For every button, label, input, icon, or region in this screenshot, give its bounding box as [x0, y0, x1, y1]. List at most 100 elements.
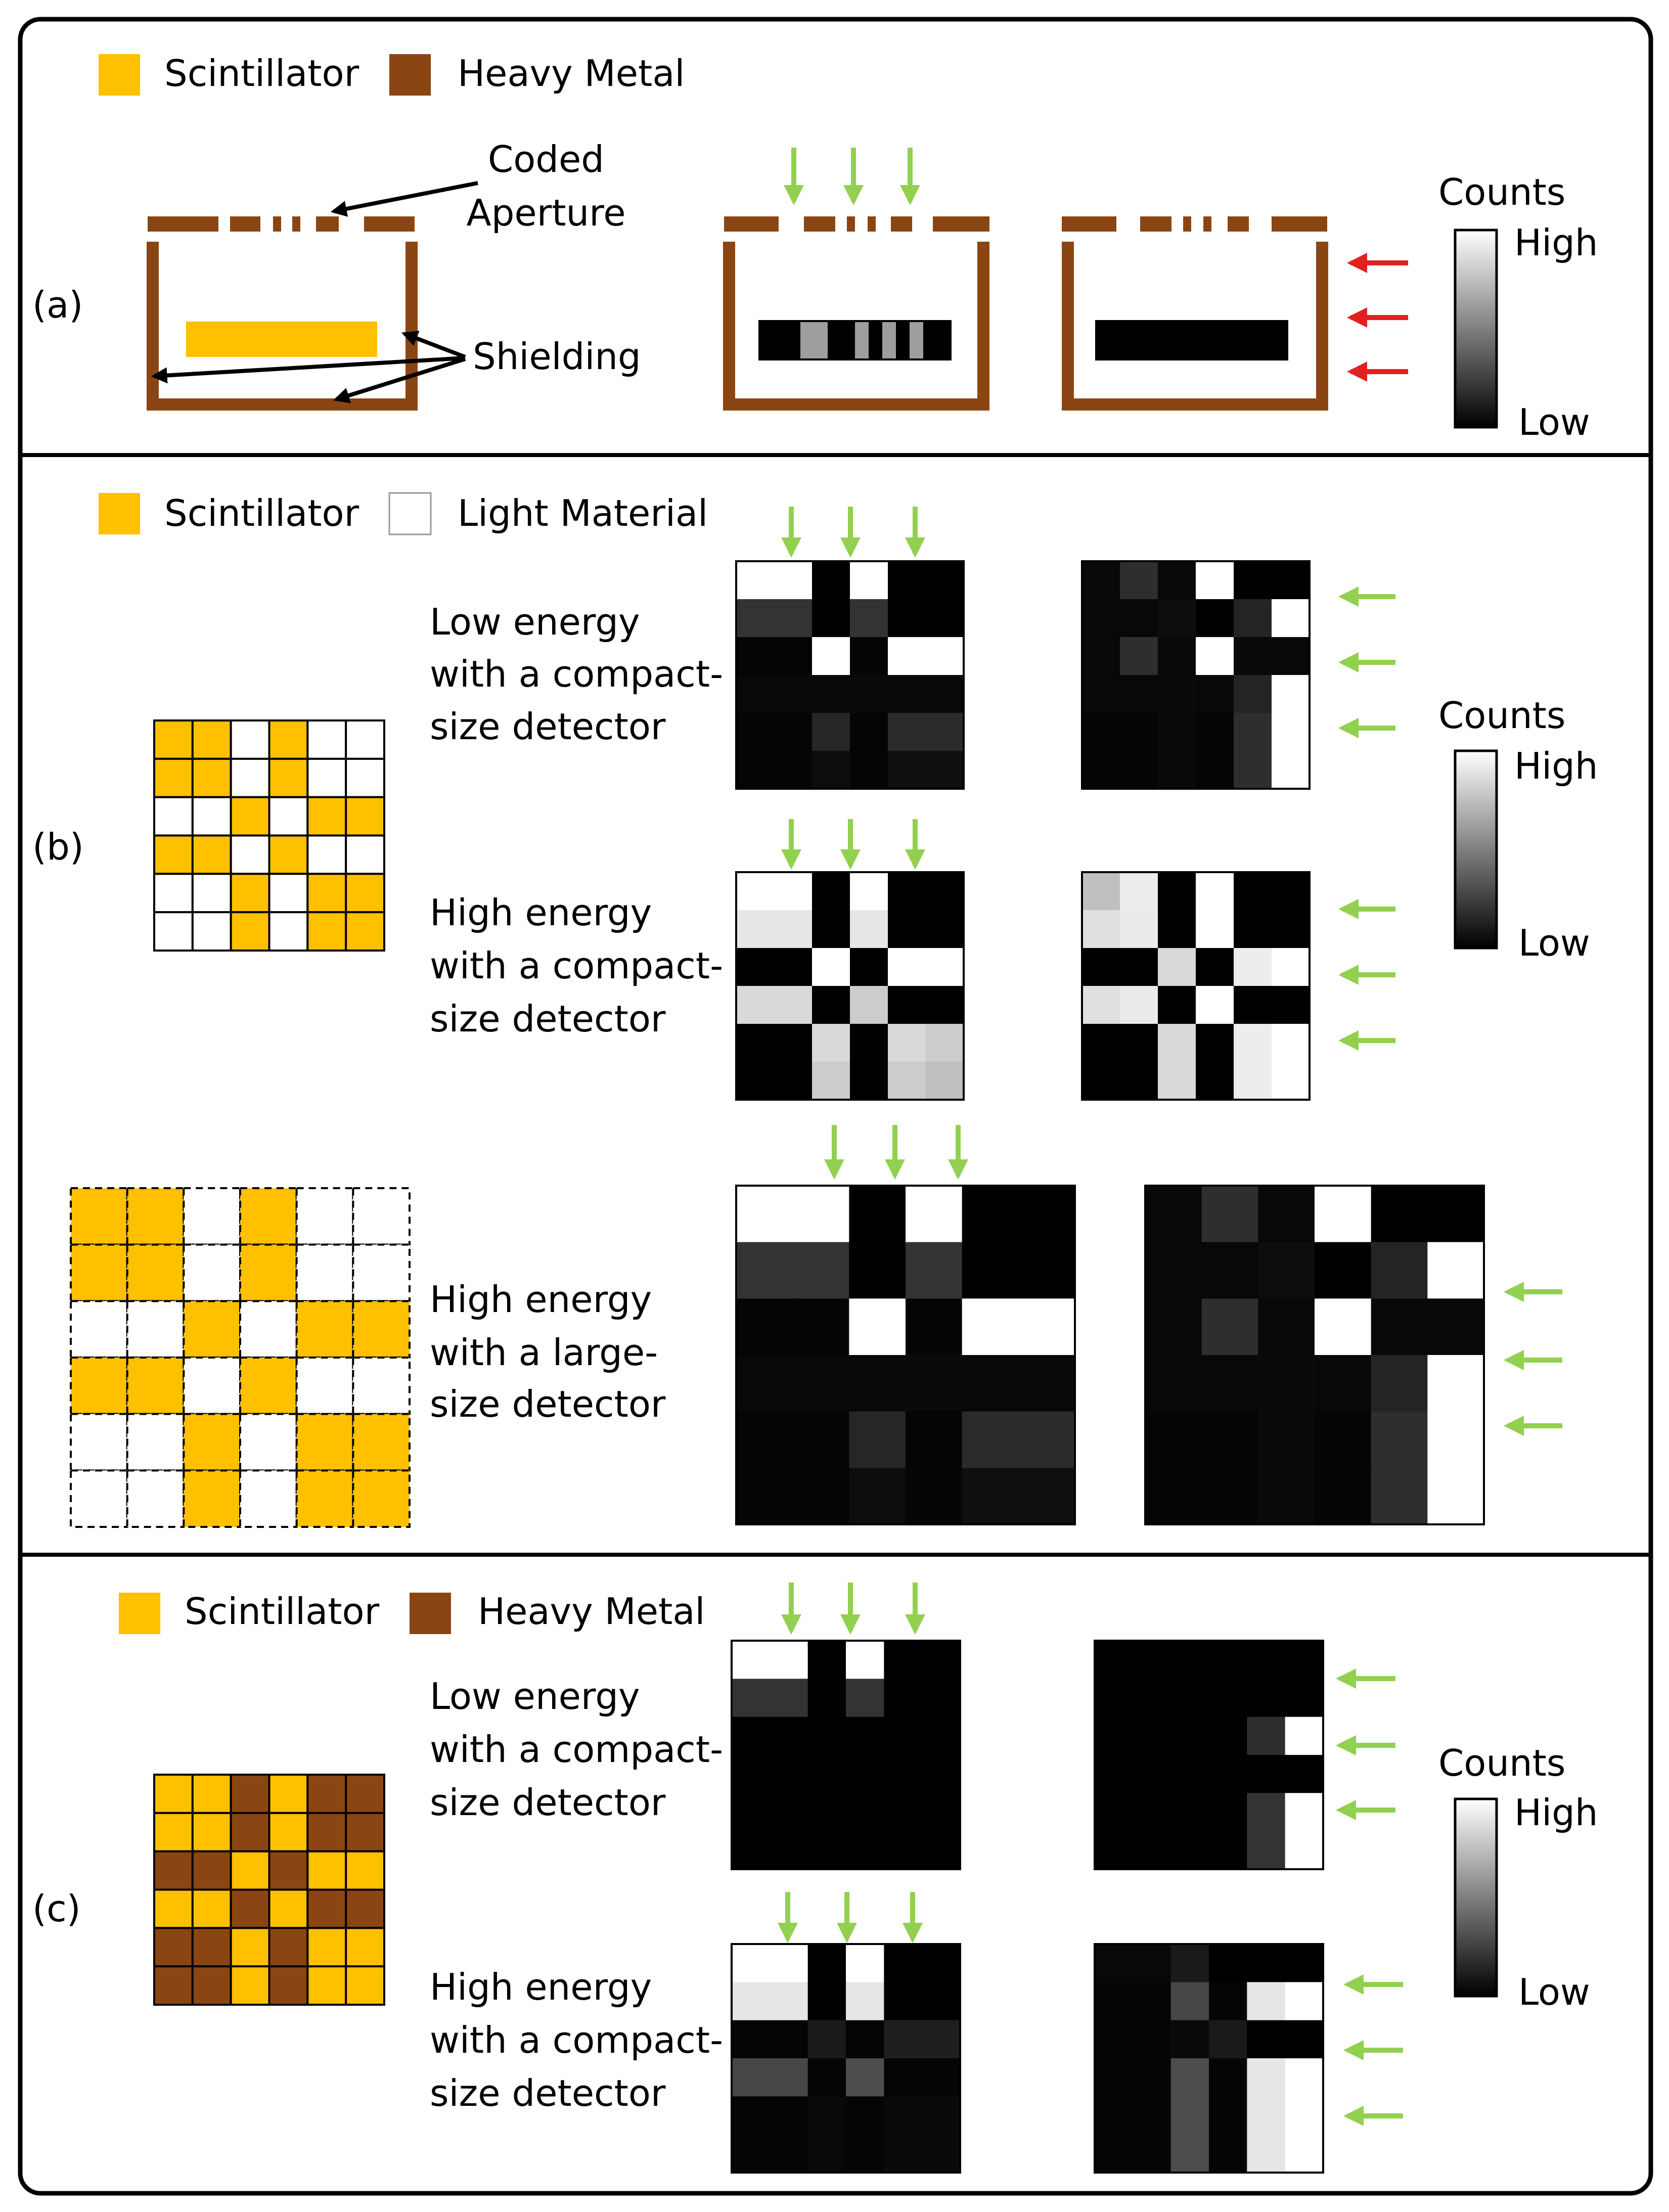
heatmap-cell [850, 872, 888, 911]
shielding-pointer-3 [333, 357, 466, 403]
panel-a-label: (a) [32, 284, 83, 326]
heatmap-cell [846, 1717, 884, 1755]
heatmap-cell [1018, 1468, 1075, 1525]
heatmap-cell [1196, 1024, 1234, 1062]
heatmap-cell [1315, 1242, 1372, 1299]
mask-cell-scintillator [191, 1812, 232, 1853]
heatmap-cell [926, 675, 964, 713]
heatmap-cell [736, 637, 775, 675]
mask-cell-other [70, 1413, 128, 1472]
heatmap-cell [922, 1679, 961, 1718]
detector-a1: Coded Aperture Shielding [147, 138, 641, 411]
heatmap-cell [1170, 1944, 1209, 1982]
heatmap-cell [1018, 1242, 1075, 1299]
heatmap-cell [774, 561, 813, 600]
legend-label-scintillator: Scintillator [185, 1590, 380, 1633]
colorbar-title: Counts [1438, 171, 1565, 213]
mask-cell-other [153, 1850, 194, 1891]
heatmap-cell [1209, 2058, 1247, 2097]
heatmap-cell [846, 2134, 884, 2173]
heatmap-cell [884, 1717, 923, 1755]
heatmap-b-high-compact-side [1081, 871, 1311, 1101]
heatmap-cell [846, 2096, 884, 2135]
mask-cell-scintillator [191, 757, 232, 798]
heatmap-cell [926, 637, 964, 675]
heatmap-cell [812, 872, 850, 911]
heatmap-cell [888, 1024, 926, 1062]
colorbar-gradient [1454, 1797, 1498, 1998]
detector-a2 [723, 148, 989, 411]
heatmap-cell [1120, 948, 1158, 986]
heatmap-cell [922, 1755, 961, 1793]
heatmap-cell [812, 986, 850, 1024]
heatmap-cell [1209, 1793, 1247, 1832]
heatmap-cell [850, 713, 888, 751]
heatmap-cell [962, 1298, 1019, 1356]
heatmap-cell [1371, 1355, 1428, 1412]
heatmap-cell [884, 1944, 923, 1982]
heatmap-cell [1082, 751, 1120, 789]
heatmap-cell [1209, 2134, 1247, 2173]
mask-cell-other [295, 1357, 354, 1415]
heatmap-cell [1427, 1468, 1484, 1525]
mask-cell-other [306, 1774, 347, 1814]
mask-cell-other [191, 796, 232, 837]
scintillator-bar-a1 [186, 322, 377, 357]
heatmap-cell [1133, 1717, 1171, 1755]
heatmap-cell [736, 1062, 775, 1100]
mask-cell-scintillator [183, 1469, 242, 1528]
strip-cell [828, 321, 842, 359]
mask-cell-other [191, 1965, 232, 2006]
mask-cell-scintillator [153, 1812, 194, 1853]
heatmap-cell [1285, 1755, 1324, 1793]
heatmap-cell [850, 1024, 888, 1062]
heatmap-cell [926, 599, 964, 638]
mask-cell-other [268, 796, 309, 837]
mask-cell-other [191, 1850, 232, 1891]
heatmap-cell [922, 2020, 961, 2059]
heatmap-cell [792, 1355, 849, 1412]
heatmap-cell [1247, 2058, 1286, 2097]
heatmap-cell [1315, 1468, 1372, 1525]
heatmap-cell [812, 637, 850, 675]
heatmap-cell [736, 986, 775, 1024]
heatmap-cell [1285, 1831, 1324, 1870]
heatmap-cell [1201, 1242, 1258, 1299]
mask-cell-other [268, 1927, 309, 1968]
detector-strip-front [758, 320, 952, 360]
heatmap-cell [1209, 1641, 1247, 1679]
heatmap-cell [1082, 713, 1120, 751]
colorbar-gradient [1454, 749, 1498, 950]
heatmap-cell [1145, 1186, 1202, 1243]
heatmap-cell [906, 1355, 963, 1412]
heatmap-cell [1018, 1298, 1075, 1356]
heatmap-cell [1196, 561, 1234, 600]
panel-b-legend: Scintillator Light Material [99, 492, 708, 535]
heatmap-cell [1158, 713, 1196, 751]
detector-mask-b-compact [153, 719, 386, 952]
mask-cell-scintillator [239, 1187, 298, 1246]
mask-cell-scintillator [268, 757, 309, 798]
heatmap-cell [1196, 751, 1234, 789]
mask-cell-scintillator [306, 1965, 347, 2006]
strip-cell [855, 321, 869, 359]
legend-swatch-scintillator [99, 54, 140, 96]
heatmap-cell [736, 1242, 793, 1299]
heatmap-cell [846, 1641, 884, 1679]
heatmap-cell [888, 675, 926, 713]
heatmap-cell [807, 1944, 846, 1982]
colorbar-c: Counts High Low [1438, 1742, 1598, 2013]
heatmap-cell [850, 948, 888, 986]
panel-c: (c) Scintillator Heavy Metal Low energy … [32, 1583, 1598, 2174]
row-label-c1: High energy with a compact- size detecto… [430, 1966, 723, 2114]
heatmap-cell [1209, 1679, 1247, 1718]
heatmap-cell [1247, 1982, 1286, 2021]
heatmap-cell [1095, 1831, 1133, 1870]
heatmap-cell [1158, 948, 1196, 986]
strip-cell [896, 321, 910, 359]
heatmap-cell [736, 1024, 775, 1062]
mask-cell-scintillator [153, 1774, 194, 1814]
mask-cell-other [306, 1888, 347, 1929]
heatmap-cell [736, 1411, 793, 1468]
heatmap-border [731, 1640, 961, 1870]
